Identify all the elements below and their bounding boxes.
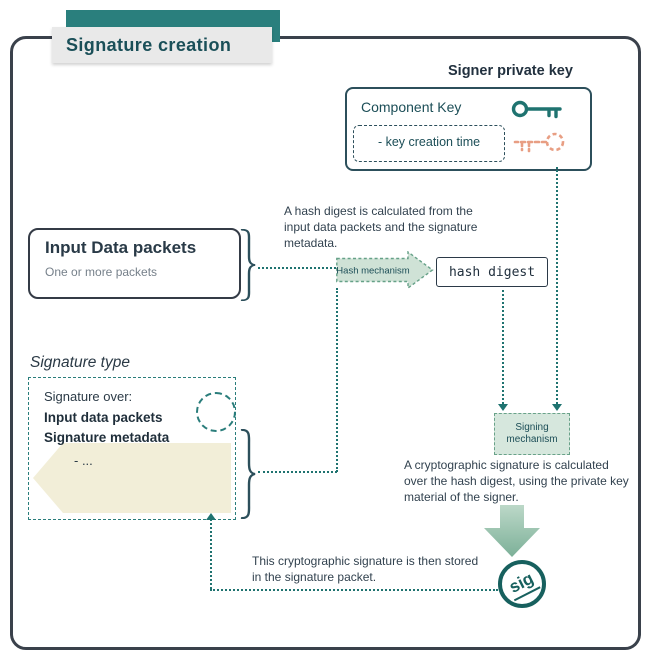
hash-mechanism-arrow: Hash mechanism bbox=[336, 251, 434, 289]
signing-note: A cryptographic signature is calculated … bbox=[404, 458, 629, 505]
input-data-packets-box bbox=[28, 228, 241, 299]
brace-input-icon bbox=[240, 229, 256, 301]
signature-over-item-1: Input data packets bbox=[44, 410, 163, 425]
sig-badge: sig bbox=[498, 560, 546, 608]
store-note: This cryptographic signature is then sto… bbox=[252, 554, 479, 585]
component-key-title: Component Key bbox=[361, 99, 462, 115]
arrowhead-sig-icon bbox=[206, 513, 216, 520]
connector-digest-to-signing bbox=[502, 285, 504, 404]
arrowhead-key-icon bbox=[552, 404, 562, 411]
connector-sigtype-vertical bbox=[336, 288, 338, 472]
connector-sig-vertical bbox=[210, 519, 212, 589]
private-key-icon bbox=[511, 100, 562, 119]
hash-note: A hash digest is calculated from the inp… bbox=[284, 204, 478, 251]
connector-key-to-signing bbox=[556, 167, 558, 404]
key-creation-time-box: - key creation time bbox=[353, 125, 505, 162]
component-key-box bbox=[345, 87, 592, 171]
input-data-packets-subtitle: One or more packets bbox=[45, 265, 158, 279]
sig-badge-label: sig bbox=[504, 567, 540, 601]
secret-key-material-icon bbox=[513, 132, 565, 153]
signature-type-heading: Signature type bbox=[30, 354, 130, 371]
signature-packet-arrow bbox=[33, 443, 231, 513]
signature-over-item-2: Signature metadata bbox=[44, 430, 170, 445]
arrowhead-digest-icon bbox=[498, 404, 508, 411]
signature-over-item-3: - ... bbox=[74, 453, 93, 468]
placeholder-circle-icon bbox=[196, 392, 236, 432]
page-title: Signature creation bbox=[52, 27, 272, 63]
connector-sigtype-horizontal bbox=[258, 471, 337, 473]
signing-mechanism-box: Signing mechanism bbox=[494, 413, 570, 455]
signature-over-label: Signature over: bbox=[44, 389, 133, 404]
connector-input-to-hash bbox=[258, 267, 336, 269]
signing-flow-arrow bbox=[484, 505, 540, 557]
connector-sig-horizontal bbox=[210, 589, 498, 591]
hash-mechanism-label: Hash mechanism bbox=[336, 266, 409, 277]
signer-private-key-label: Signer private key bbox=[448, 63, 573, 79]
hash-digest-box: hash digest bbox=[436, 257, 548, 287]
signature-type-box bbox=[28, 377, 236, 520]
brace-signature-icon bbox=[240, 429, 256, 519]
input-data-packets-title: Input Data packets bbox=[45, 238, 197, 257]
